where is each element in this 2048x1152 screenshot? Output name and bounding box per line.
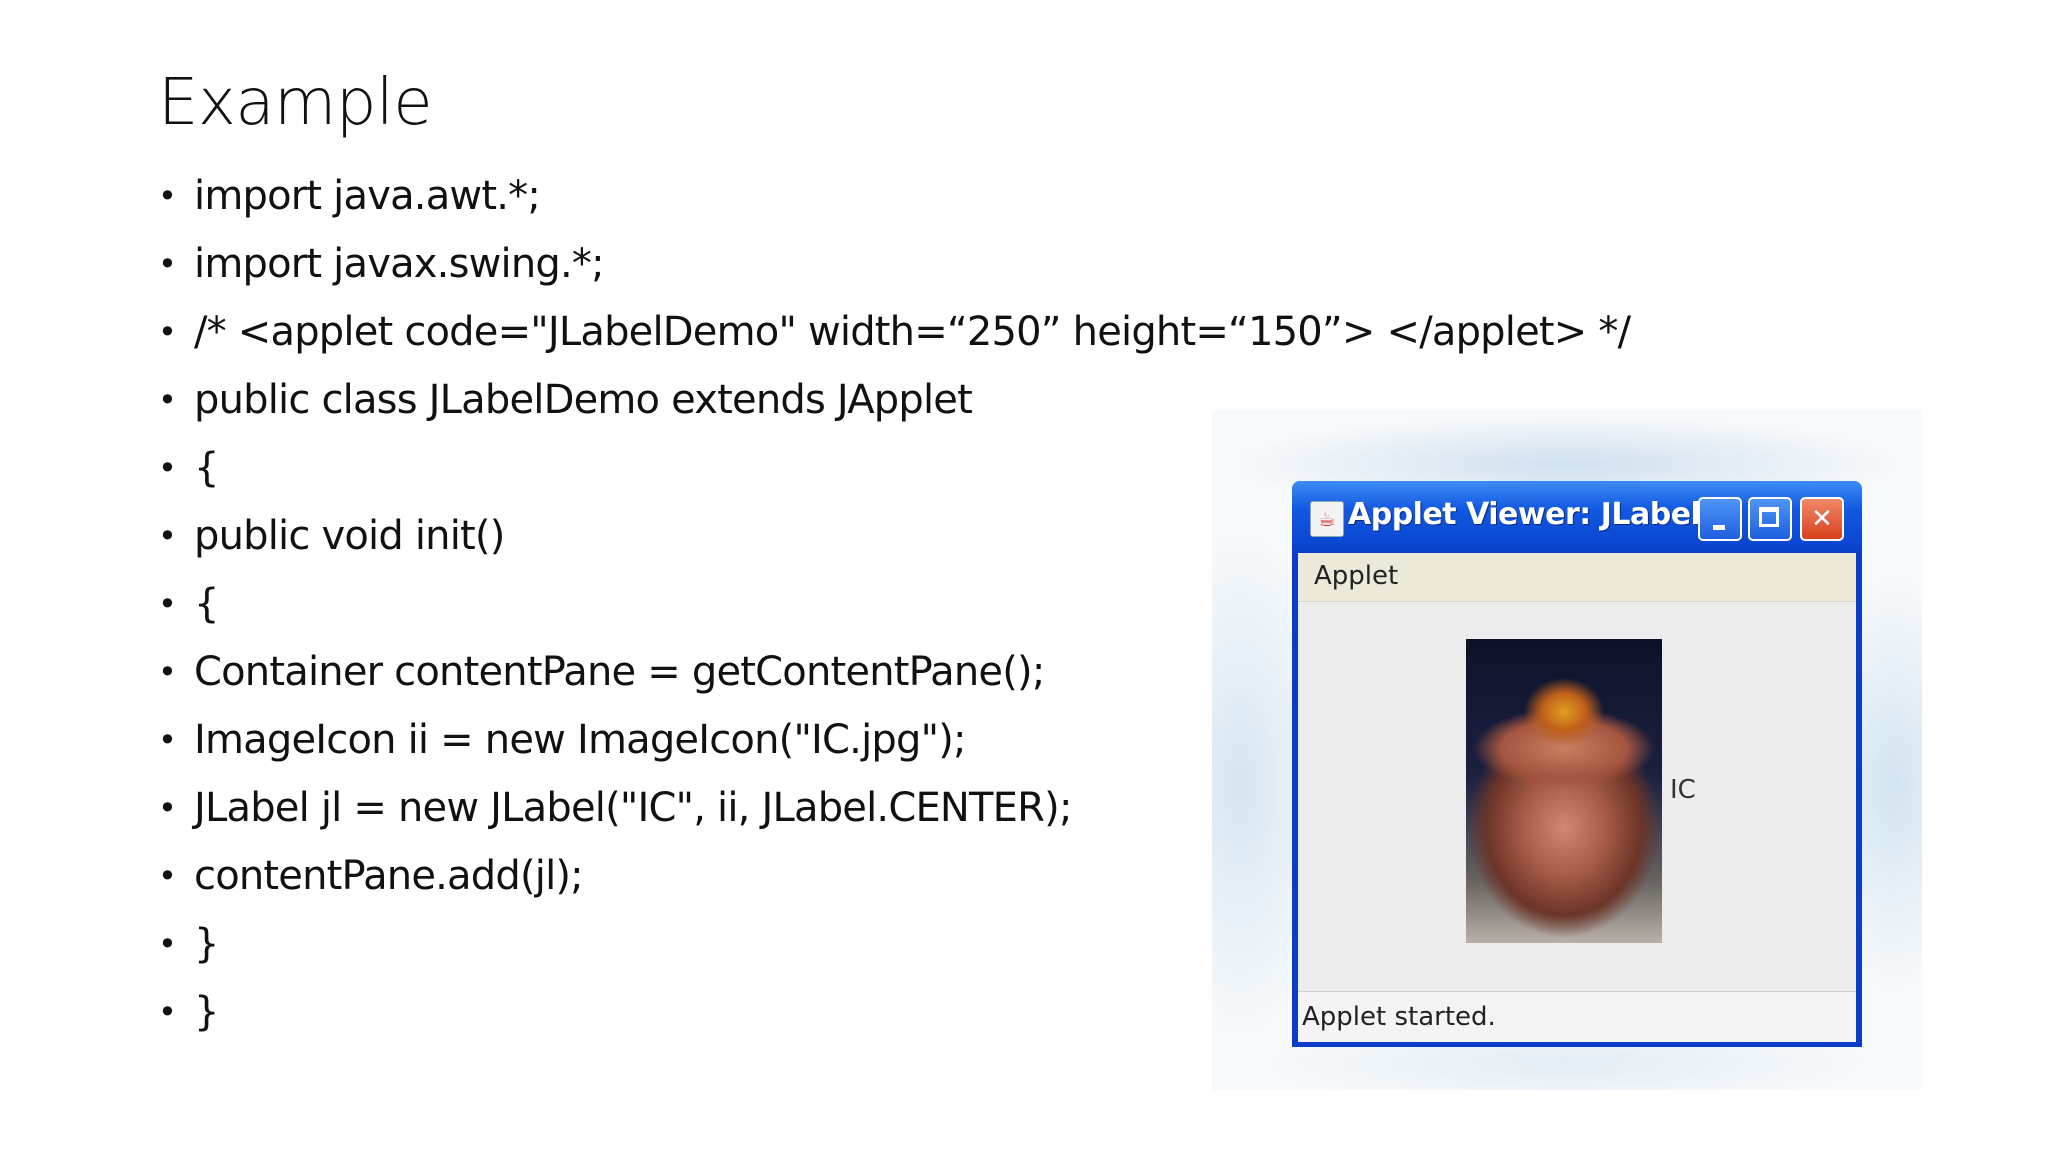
- close-icon: ✕: [1811, 504, 1833, 534]
- minimize-button[interactable]: [1698, 497, 1742, 541]
- code-line: }: [158, 910, 1630, 978]
- window-titlebar[interactable]: ☕ Applet Viewer: JLabel... ✕: [1292, 481, 1862, 553]
- label-text: IC: [1670, 775, 1696, 805]
- label-image-coins: [1466, 639, 1662, 943]
- applet-viewer-window: ☕ Applet Viewer: JLabel... ✕ Applet IC A…: [1292, 481, 1862, 1047]
- code-line: Container contentPane = getContentPane()…: [158, 638, 1630, 706]
- minimize-icon: [1713, 525, 1725, 530]
- code-line: contentPane.add(jl);: [158, 842, 1630, 910]
- code-line: import java.awt.*;: [158, 162, 1630, 230]
- code-line: ImageIcon ii = new ImageIcon("IC.jpg");: [158, 706, 1630, 774]
- maximize-icon: [1759, 507, 1779, 527]
- code-line: /* <applet code="JLabelDemo" width=“250”…: [158, 298, 1631, 366]
- code-line: import javax.swing.*;: [158, 230, 1630, 298]
- maximize-button[interactable]: [1748, 497, 1792, 541]
- slide-title: Example: [158, 66, 433, 140]
- window-title: Applet Viewer: JLabel...: [1348, 497, 1734, 532]
- code-line: JLabel jl = new JLabel("IC", ii, JLabel.…: [158, 774, 1630, 842]
- code-line: {: [158, 570, 1630, 638]
- status-bar: Applet started.: [1298, 991, 1856, 1042]
- code-line: public class JLabelDemo extends JApplet: [158, 366, 1630, 434]
- code-bullet-list: import java.awt.*; import javax.swing.*;…: [158, 162, 1631, 1046]
- code-line: {: [158, 434, 1630, 502]
- java-cup-icon[interactable]: ☕: [1310, 501, 1344, 537]
- code-line: }: [158, 978, 1630, 1046]
- status-text: Applet started.: [1302, 1002, 1496, 1032]
- menu-bar: Applet: [1298, 553, 1856, 602]
- code-line: public void init(): [158, 502, 1630, 570]
- menu-applet[interactable]: Applet: [1314, 561, 1399, 591]
- applet-client-area: Applet IC Applet started.: [1298, 553, 1856, 1042]
- close-button[interactable]: ✕: [1800, 497, 1844, 541]
